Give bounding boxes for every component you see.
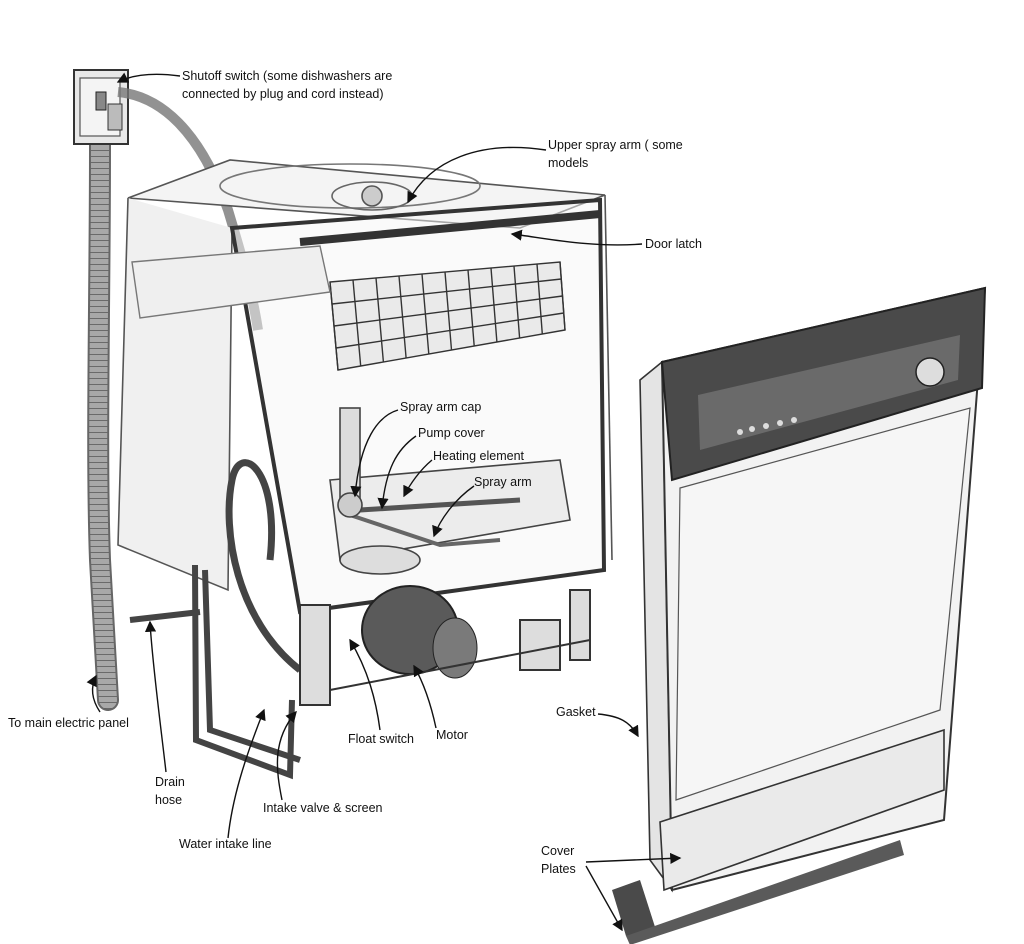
label-to-main-electric-panel: To main electric panel bbox=[8, 716, 129, 730]
label-cover-plates-line2: Plates bbox=[541, 862, 576, 876]
label-upper-spray-arm-line2: models bbox=[548, 156, 589, 170]
label-spray-arm-cap: Spray arm cap bbox=[400, 400, 482, 414]
label-float-switch: Float switch bbox=[348, 732, 414, 746]
label-upper-spray-arm-line1: Upper spray arm ( some bbox=[548, 138, 683, 152]
leader-lines bbox=[86, 72, 682, 932]
door-latch-bar bbox=[299, 210, 601, 246]
label-heating-element: Heating element bbox=[433, 449, 525, 463]
label-spray-arm: Spray arm bbox=[474, 475, 532, 489]
label-shutoff-switch-line2: connected by plug and cord instead) bbox=[182, 87, 384, 101]
dishwasher-base bbox=[299, 589, 591, 706]
upper-rack bbox=[131, 245, 566, 371]
label-gasket: Gasket bbox=[556, 705, 596, 719]
rack-wire bbox=[331, 278, 562, 305]
label-intake-valve-screen: Intake valve & screen bbox=[263, 801, 383, 815]
label-motor: Motor bbox=[436, 728, 468, 742]
drain-and-intake-lines bbox=[129, 564, 301, 780]
label-door-latch: Door latch bbox=[645, 237, 702, 251]
label-cover-plates-line1: Cover bbox=[541, 844, 575, 858]
rack-wire bbox=[335, 312, 564, 349]
electric-conduit bbox=[87, 134, 119, 711]
label-water-intake-line: Water intake line bbox=[179, 837, 272, 851]
label-shutoff-switch-line1: Shutoff switch (some dishwashers are bbox=[182, 69, 393, 83]
label-drain-hose-line1: Drain bbox=[155, 775, 185, 789]
intake-hose bbox=[225, 459, 303, 673]
rack-wire bbox=[333, 295, 563, 327]
dishwasher-door bbox=[612, 286, 987, 944]
label-pump-cover: Pump cover bbox=[418, 426, 485, 440]
label-drain-hose-line2: hose bbox=[155, 793, 183, 807]
